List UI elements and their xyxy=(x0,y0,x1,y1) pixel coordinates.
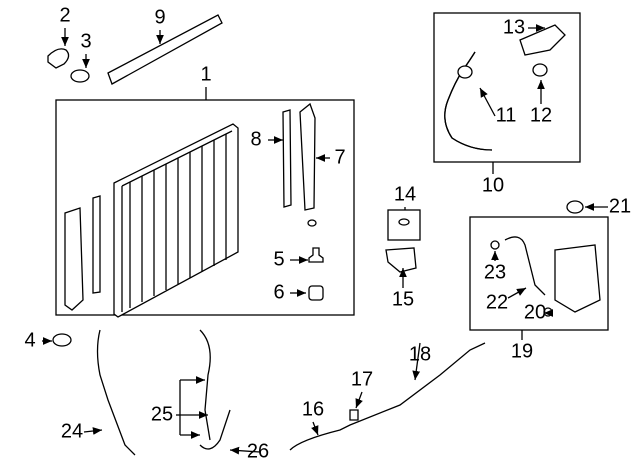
callout-23: 23 xyxy=(484,261,506,283)
hose-24 xyxy=(96,329,136,456)
callout-25: 25 xyxy=(151,403,173,425)
leader-line xyxy=(479,87,496,117)
clip-2 xyxy=(47,48,70,69)
callout-12: 12 xyxy=(530,104,552,126)
support-9 xyxy=(107,14,223,85)
callout-6: 6 xyxy=(273,281,284,303)
callout-8: 8 xyxy=(250,128,261,150)
callout-18: 18 xyxy=(409,343,431,365)
hose-25 xyxy=(199,329,211,441)
hose-group-box xyxy=(433,12,581,163)
callout-14: 14 xyxy=(394,183,416,205)
radiator-core xyxy=(113,123,239,318)
callout-19: 19 xyxy=(511,340,533,362)
mount-6 xyxy=(308,285,324,301)
callout-17: 17 xyxy=(351,368,373,390)
leader-line xyxy=(507,287,527,299)
callout-21: 21 xyxy=(609,195,631,217)
connector-17 xyxy=(349,409,359,421)
cap-3 xyxy=(70,69,90,83)
reservoir-tank xyxy=(554,244,601,313)
leader-line xyxy=(229,446,261,455)
hose-22 xyxy=(504,236,546,296)
hose-26 xyxy=(199,409,231,450)
o-ring xyxy=(307,219,317,227)
callout-20: 20 xyxy=(524,301,546,323)
leader-line xyxy=(311,421,319,436)
callout-9: 9 xyxy=(154,6,165,28)
right-tank-7 xyxy=(299,102,316,211)
hose-16-18 xyxy=(289,342,486,451)
callout-24: 24 xyxy=(61,420,83,442)
insulator-hole xyxy=(398,218,410,226)
cap-4 xyxy=(52,333,72,347)
left-seal xyxy=(92,195,101,294)
left-tank xyxy=(64,207,84,311)
leader-line xyxy=(355,391,363,409)
cap-21 xyxy=(566,200,584,214)
seal-8 xyxy=(282,109,292,208)
bracket-15 xyxy=(385,247,417,273)
callout-2: 2 xyxy=(59,4,70,26)
callout-10: 10 xyxy=(482,174,504,196)
cap-13 xyxy=(519,24,566,56)
clamp xyxy=(457,65,473,79)
callout-7: 7 xyxy=(334,146,345,168)
callout-3: 3 xyxy=(80,30,91,52)
callout-1: 1 xyxy=(200,63,211,85)
callout-22: 22 xyxy=(486,291,508,313)
leader-line xyxy=(83,427,103,435)
drain-plug-5 xyxy=(308,247,324,263)
callout-13: 13 xyxy=(503,16,525,38)
reservoir-group-box xyxy=(469,216,609,331)
callout-4: 4 xyxy=(24,329,35,351)
clamp-12 xyxy=(532,63,548,77)
leader-line xyxy=(412,342,421,381)
callout-11: 11 xyxy=(496,104,517,126)
radiator-group-box xyxy=(55,99,355,316)
callout-26: 26 xyxy=(247,440,269,462)
callout-15: 15 xyxy=(392,288,414,310)
callout-16: 16 xyxy=(302,398,324,420)
ring-23 xyxy=(490,240,500,250)
callout-5: 5 xyxy=(273,248,284,270)
